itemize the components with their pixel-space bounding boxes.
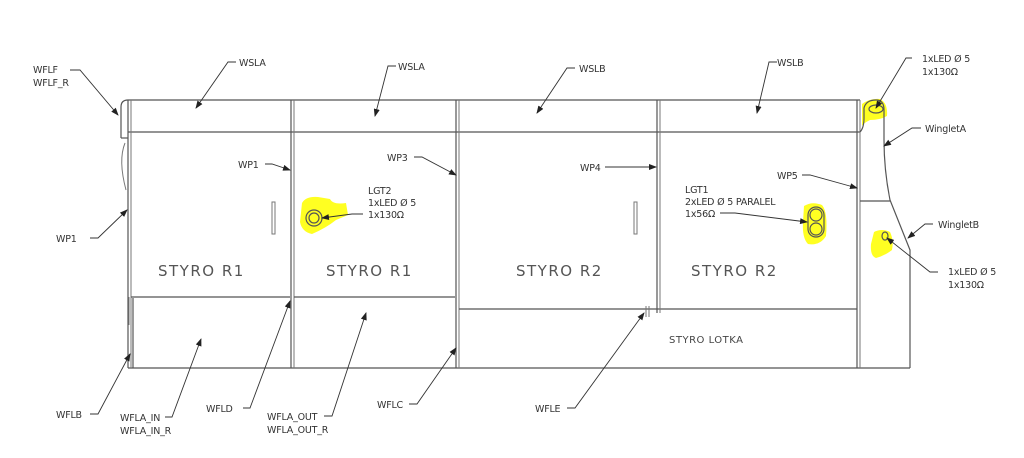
panel-label: STYRO R1 — [158, 262, 245, 280]
light-resistor-spec: 1x56Ω — [685, 209, 715, 220]
light-resistor-spec: 1x130Ω — [948, 280, 984, 291]
part-label: WingletB — [938, 220, 979, 231]
light-led-spec: 1xLED Ø 5 — [368, 198, 416, 209]
part-label: WingletA — [925, 124, 967, 135]
led-icon-lgt1 — [807, 206, 825, 238]
light-resistor-spec: 1x130Ω — [922, 67, 958, 78]
part-label: WP1 — [56, 234, 77, 245]
part-label: WFLA_OUT_R — [267, 425, 329, 436]
part-label: WSLA — [239, 58, 266, 69]
part-label: WFLF_R — [33, 78, 69, 89]
panel-label: STYRO R2 — [691, 262, 778, 280]
slot-right — [633, 201, 638, 235]
part-label: WP1 — [238, 160, 259, 171]
part-label: WSLB — [777, 58, 803, 69]
part-label: WFLA_IN_R — [120, 426, 172, 437]
highlight-lgt1 — [802, 203, 827, 245]
part-label: WFLB — [56, 410, 82, 421]
highlight-marks — [300, 98, 893, 258]
part-label: WFLA_IN — [120, 413, 160, 424]
leader-lines — [70, 57, 938, 418]
light-resistor-spec: 1x130Ω — [368, 210, 404, 221]
part-label: WFLE — [535, 404, 561, 415]
part-label: WP3 — [387, 153, 408, 164]
panel-label: STYRO LOTKA — [669, 335, 743, 346]
wing-outline — [120, 99, 911, 369]
part-label: WSLA — [398, 62, 425, 73]
panel-label: STYRO R1 — [326, 262, 413, 280]
part-label: WFLA_OUT — [267, 412, 318, 423]
part-label: WFLD — [206, 404, 233, 415]
panel-label: STYRO R2 — [516, 262, 603, 280]
highlight-wingtip-bottom — [870, 230, 893, 258]
part-label: WSLB — [579, 64, 605, 75]
light-led-spec: 2xLED Ø 5 PARALEL — [685, 197, 776, 208]
light-name: LGT1 — [685, 185, 709, 196]
slot-left — [271, 201, 276, 235]
light-led-spec: 1xLED Ø 5 — [922, 54, 970, 65]
part-label: WFLF — [33, 65, 58, 76]
light-name: LGT2 — [368, 186, 392, 197]
led-icon-wingtip-bottom — [881, 231, 889, 241]
part-label: WFLC — [377, 400, 404, 411]
part-label: WP5 — [777, 171, 798, 182]
light-led-spec: 1xLED Ø 5 — [948, 267, 996, 278]
part-label: WP4 — [580, 163, 601, 174]
